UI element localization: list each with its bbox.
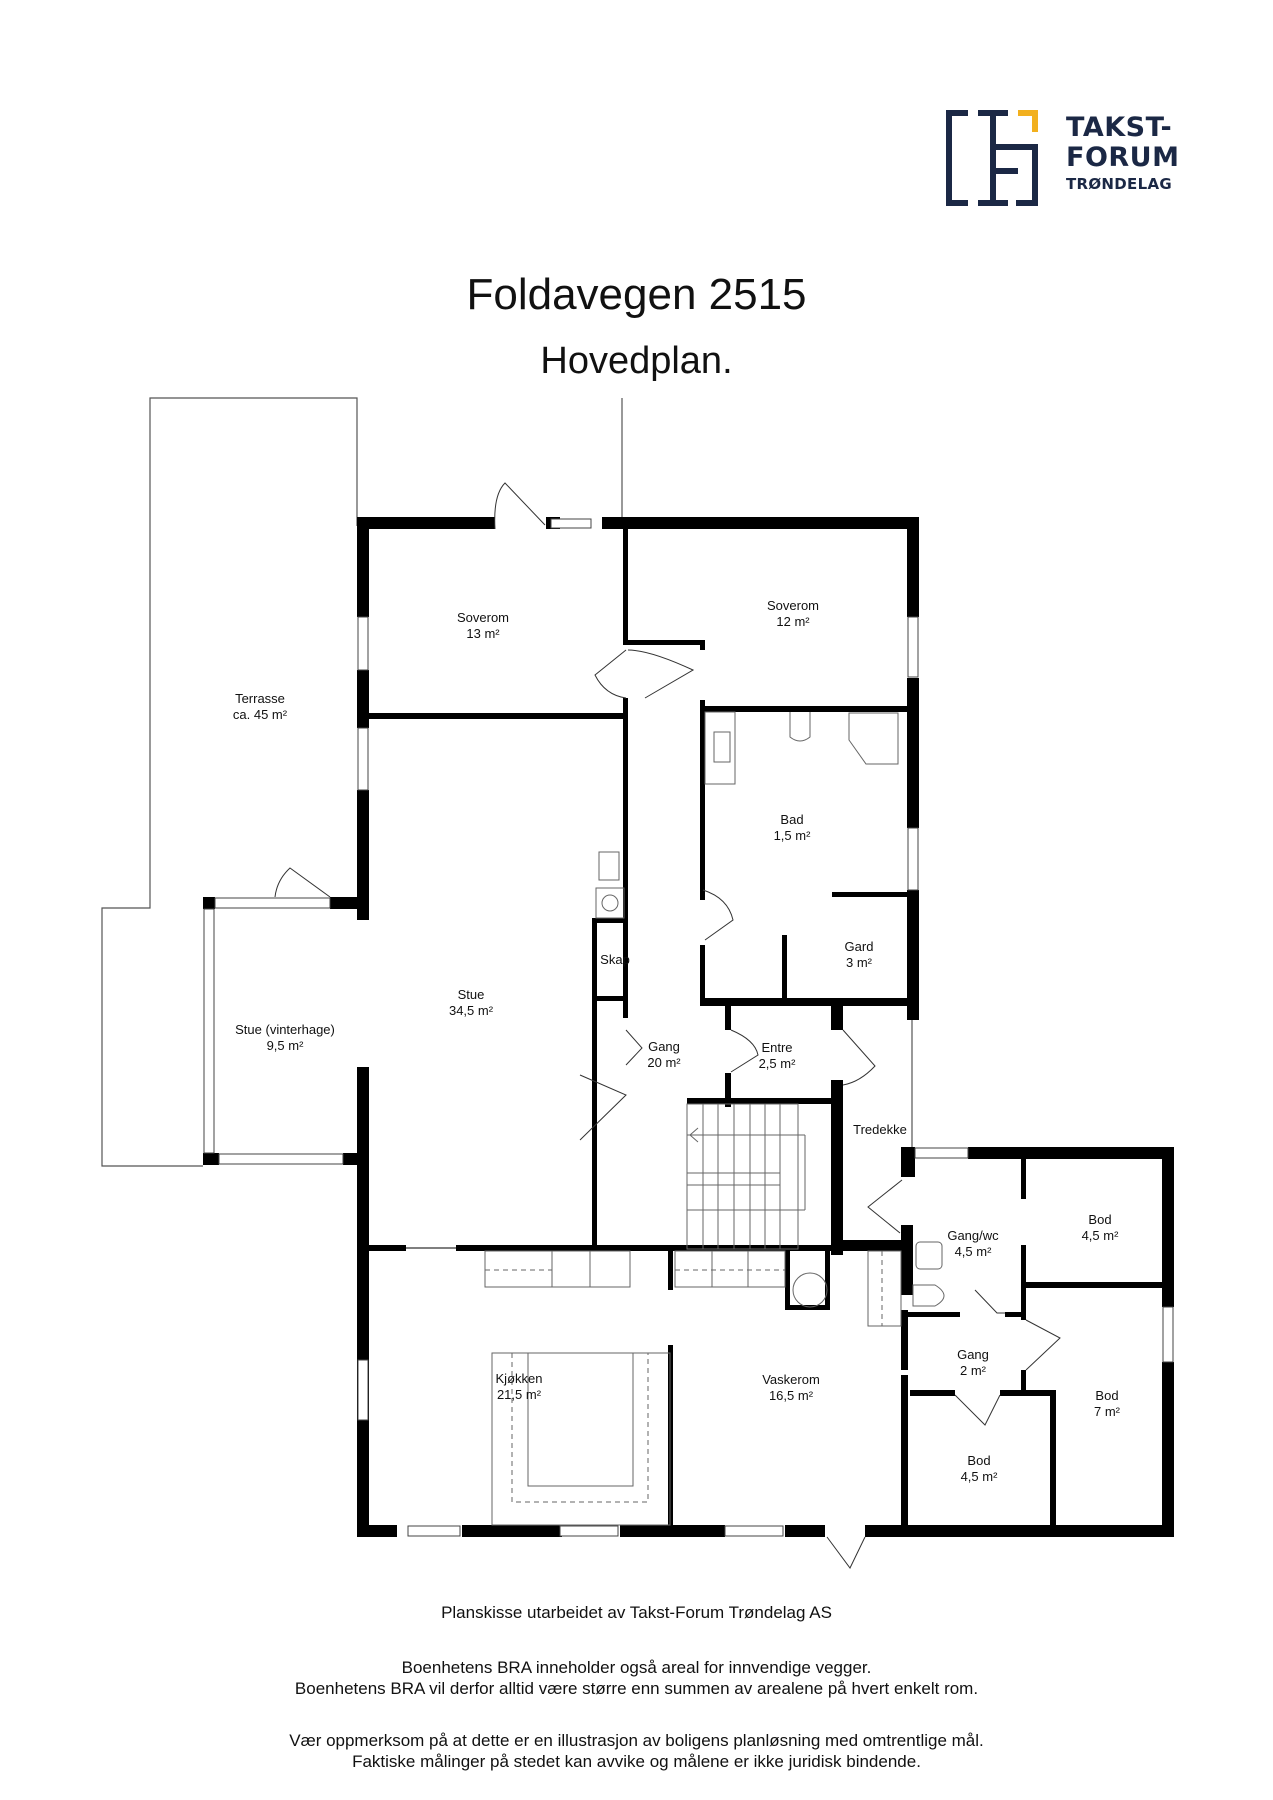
room-label-tredekke: Tredekke: [853, 1122, 907, 1138]
logo-line-1: TAKST-: [1066, 112, 1173, 143]
room-area: 34,5 m²: [448, 1003, 494, 1018]
room-label-skap: Skap: [600, 952, 630, 968]
room-name: Stue (vinterhage): [235, 1022, 335, 1037]
room-name: Stue: [457, 987, 485, 1002]
page-title: Foldavegen 2515: [466, 270, 807, 319]
room-label-vaskerom: Vaskerom 16,5 m²: [762, 1372, 820, 1404]
room-name: Vaskerom: [762, 1372, 820, 1387]
footer-bra-note-2: Boenhetens BRA vil derfor alltid være st…: [294, 1679, 979, 1698]
room-label-gard: Gard 3 m²: [845, 939, 874, 971]
room-label-soverom-13: Soverom 13 m²: [457, 610, 509, 642]
room-name: Soverom: [766, 598, 820, 613]
room-area: 9,5 m²: [266, 1038, 304, 1053]
logo-line-3: TRØNDELAG: [1066, 175, 1172, 193]
footer-bra-note-1: Boenhetens BRA inneholder også areal for…: [401, 1658, 872, 1677]
room-label-stue: Stue 34,5 m²: [449, 987, 493, 1019]
room-label-entre: Entre 2,5 m²: [759, 1040, 796, 1072]
walls: [203, 517, 1174, 1537]
room-label-bod-top: Bod 4,5 m²: [1082, 1212, 1119, 1244]
room-area: 7 m²: [1094, 1404, 1120, 1419]
room-name: Gard: [844, 939, 874, 954]
room-area: 2,5 m²: [758, 1056, 796, 1071]
room-label-terrasse: Terrasse ca. 45 m²: [233, 691, 287, 723]
room-area: 21,5 m²: [496, 1387, 542, 1402]
room-area: 4,5 m²: [954, 1244, 992, 1259]
logo-line-2: FORUM: [1066, 142, 1180, 173]
room-area: 13 m²: [466, 626, 500, 641]
room-label-vinterhage: Stue (vinterhage) 9,5 m²: [235, 1022, 335, 1054]
room-name: Bod: [1095, 1388, 1119, 1403]
company-logo: TAKST- FORUM TRØNDELAG: [940, 100, 1190, 215]
room-area: 12 m²: [776, 614, 810, 629]
room-name: Entre: [761, 1040, 793, 1055]
room-label-gang-20: Gang 20 m²: [647, 1039, 680, 1071]
room-area: 16,5 m²: [768, 1388, 814, 1403]
room-area: 4,5 m²: [960, 1469, 998, 1484]
logo-wordmark: TAKST- FORUM TRØNDELAG: [1066, 114, 1179, 192]
logo-mark-icon: [946, 110, 1038, 206]
room-label-gang-wc: Gang/wc 4,5 m²: [947, 1228, 998, 1260]
room-name: Bod: [1088, 1212, 1112, 1227]
room-name: Terrasse: [235, 691, 285, 706]
room-name: Kjøkken: [495, 1371, 543, 1386]
room-area: 2 m²: [960, 1363, 986, 1378]
room-name: Gang/wc: [947, 1228, 999, 1243]
fixtures: [484, 711, 945, 1526]
room-name: Skap: [600, 952, 630, 967]
room-area: ca. 45 m²: [232, 707, 288, 722]
room-label-gang-2: Gang 2 m²: [957, 1347, 989, 1379]
room-name: Tredekke: [853, 1122, 907, 1137]
room-area: 3 m²: [846, 955, 872, 970]
room-area: 1,5 m²: [773, 828, 811, 843]
terrace-outline: [101, 397, 623, 1167]
room-label-bad: Bad 1,5 m²: [774, 812, 811, 844]
room-area: 20 m²: [647, 1055, 681, 1070]
windows: [203, 518, 1174, 1537]
page-subtitle: Hovedplan.: [540, 340, 733, 382]
room-name: Gang: [648, 1039, 680, 1054]
room-label-bod-7: Bod 7 m²: [1094, 1388, 1120, 1420]
room-label-kjokken: Kjøkken 21,5 m²: [496, 1371, 543, 1403]
room-area: 4,5 m²: [1081, 1228, 1119, 1243]
room-name: Bad: [780, 812, 804, 827]
footer-disclaimer-2: Faktiske målinger på stedet kan avvike o…: [352, 1752, 921, 1771]
room-name: Bod: [967, 1453, 991, 1468]
doors: [274, 482, 1061, 1569]
room-name: Gang: [957, 1347, 989, 1362]
room-name: Soverom: [456, 610, 510, 625]
footer-disclaimer-1: Vær oppmerksom på at dette er en illustr…: [289, 1731, 984, 1750]
footer-credit: Planskisse utarbeidet av Takst-Forum Trø…: [441, 1603, 832, 1622]
room-label-bod-bottom: Bod 4,5 m²: [961, 1453, 998, 1485]
room-label-soverom-12: Soverom 12 m²: [767, 598, 819, 630]
